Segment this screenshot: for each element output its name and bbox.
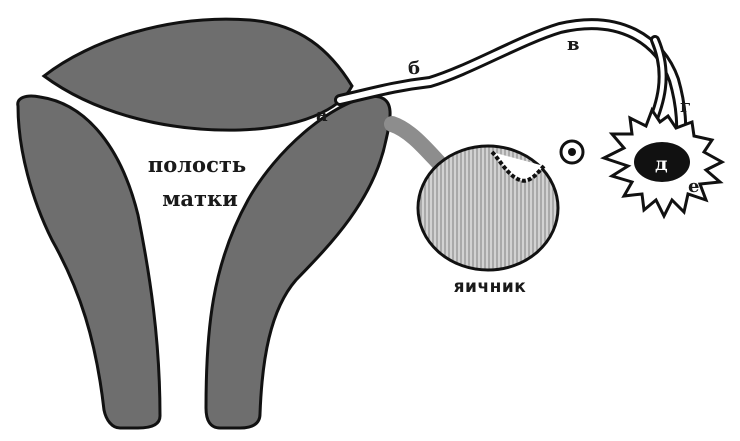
ovarian-ligament — [392, 124, 440, 164]
label-a: а — [316, 105, 328, 126]
label-d: д — [655, 153, 668, 175]
label-b: б — [408, 58, 420, 79]
label-g: г — [680, 96, 691, 117]
ovary-label: яичник — [454, 277, 527, 297]
uterine-wall-left — [18, 96, 160, 428]
uterine-fundus — [44, 19, 352, 130]
cavity-label-line2: матки — [162, 186, 238, 211]
label-v: в — [567, 34, 580, 55]
uterine-wall-right — [206, 96, 390, 428]
label-e: е — [688, 176, 699, 197]
released-ovum-nucleus — [568, 148, 576, 156]
cavity-label-line1: полость — [148, 152, 246, 177]
